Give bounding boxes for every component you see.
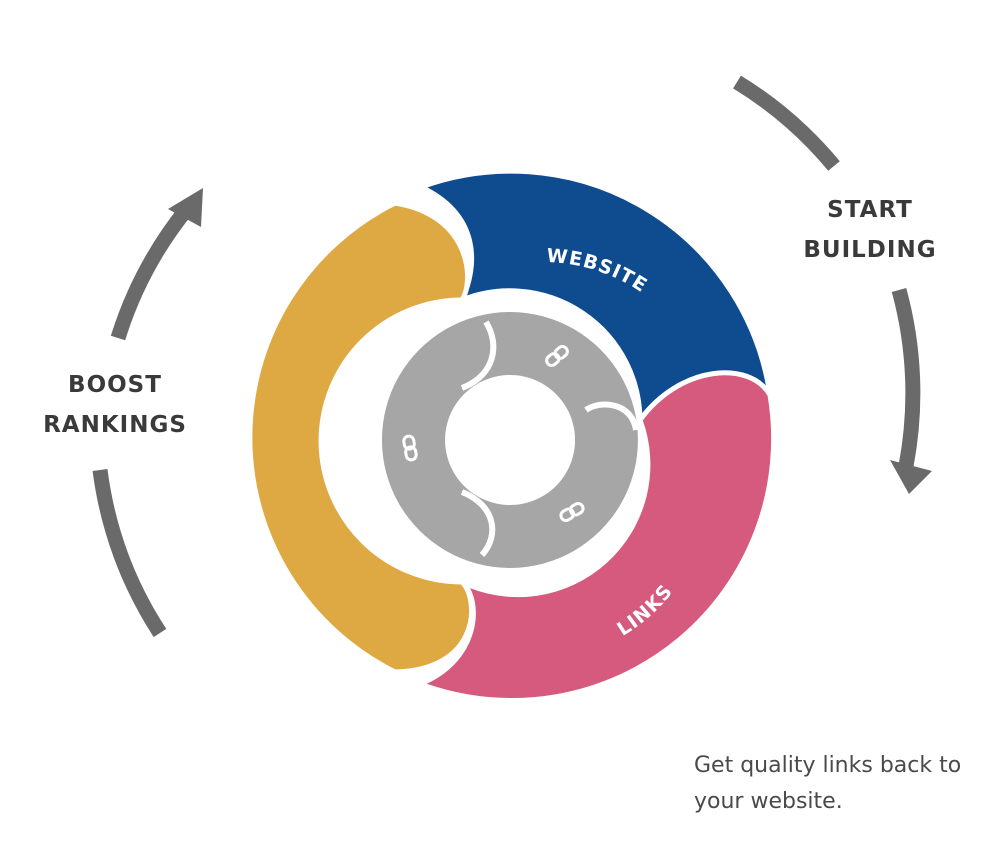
caption-line2: your website. (694, 789, 843, 814)
inner-link-ring (378, 308, 642, 572)
caption-text: Get quality links back to your website. (694, 748, 984, 820)
chain-link-icon (559, 502, 585, 522)
boost-rankings-label: BOOST RANKINGS (25, 365, 205, 445)
boost-label-line2: RANKINGS (43, 412, 187, 438)
left-cycle-arrow (92, 188, 203, 638)
chain-link-icon (402, 434, 418, 462)
boost-label-line1: BOOST (68, 372, 162, 398)
traffic-segment (247, 200, 474, 675)
chain-link-icon (545, 345, 569, 367)
arrow-down-icon (890, 460, 932, 494)
start-label-line2: BUILDING (803, 237, 937, 263)
caption-line1: Get quality links back to (694, 753, 962, 778)
start-building-label: START BUILDING (780, 190, 960, 270)
arrow-up-icon (168, 188, 203, 227)
start-label-line1: START (827, 197, 913, 223)
right-cycle-arrow (733, 75, 932, 494)
